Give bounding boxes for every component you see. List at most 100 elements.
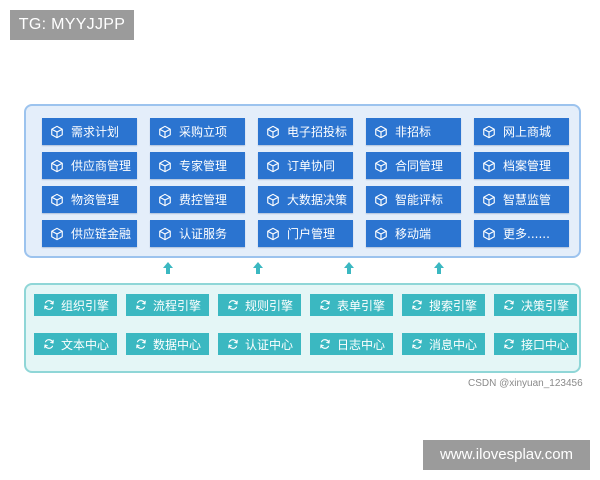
- module-label: 电子招投标: [287, 125, 348, 139]
- engine-label: 规则引擎: [245, 298, 294, 313]
- module-button[interactable]: 需求计划: [42, 118, 137, 145]
- engine-button[interactable]: 数据中心: [126, 333, 209, 355]
- engine-label: 接口中心: [521, 337, 570, 352]
- arrow-up-icon: [344, 262, 354, 274]
- cube-icon: [51, 193, 63, 206]
- arrow-up-icon: [434, 262, 444, 274]
- module-label: 供应商管理: [71, 159, 132, 173]
- engine-button[interactable]: 流程引擎: [126, 294, 209, 316]
- module-button[interactable]: 供应链金融: [42, 220, 137, 247]
- bottom-watermark-tag: www.ilovesplav.com: [423, 440, 590, 470]
- engine-button[interactable]: 搜索引擎: [402, 294, 485, 316]
- engine-button[interactable]: 决策引擎: [494, 294, 577, 316]
- module-label: 档案管理: [503, 159, 552, 173]
- module-button[interactable]: 智慧监管: [474, 186, 569, 213]
- module-button[interactable]: 采购立项: [150, 118, 245, 145]
- cube-icon: [159, 125, 171, 138]
- engine-label: 数据中心: [153, 337, 202, 352]
- cube-icon: [375, 125, 387, 138]
- module-button[interactable]: 移动端: [366, 220, 461, 247]
- cube-icon: [51, 125, 63, 138]
- refresh-icon: [228, 339, 238, 349]
- module-button[interactable]: 门户管理: [258, 220, 353, 247]
- cube-icon: [483, 125, 495, 138]
- module-button[interactable]: 档案管理: [474, 152, 569, 179]
- cube-icon: [375, 193, 387, 206]
- engines-grid: 组织引擎 流程引擎 规则引擎 表单引擎 搜索引擎 决策引擎文本中心 数据中心 认证中心 日志中心…: [34, 294, 577, 355]
- business-modules-panel: 需求计划 采购立项 电子招投标 非招标 网上商城供应商管理 专家管理 订单协同 合同管理 档案管…: [24, 104, 581, 258]
- module-label: 认证服务: [179, 227, 228, 241]
- engine-button[interactable]: 表单引擎: [310, 294, 393, 316]
- module-button[interactable]: 智能评标: [366, 186, 461, 213]
- refresh-icon: [504, 300, 514, 310]
- module-label: 物资管理: [71, 193, 120, 207]
- module-label: 网上商城: [503, 125, 552, 139]
- engine-button[interactable]: 日志中心: [310, 333, 393, 355]
- module-label: 采购立项: [179, 125, 228, 139]
- refresh-icon: [44, 300, 54, 310]
- cube-icon: [483, 193, 495, 206]
- engine-label: 日志中心: [337, 337, 386, 352]
- module-button[interactable]: 供应商管理: [42, 152, 137, 179]
- module-label: 更多......: [503, 227, 550, 241]
- module-button[interactable]: 认证服务: [150, 220, 245, 247]
- module-button[interactable]: 非招标: [366, 118, 461, 145]
- module-label: 智能评标: [395, 193, 444, 207]
- engine-button[interactable]: 文本中心: [34, 333, 117, 355]
- cube-icon: [267, 125, 279, 138]
- refresh-icon: [136, 339, 146, 349]
- refresh-icon: [320, 339, 330, 349]
- engine-label: 流程引擎: [153, 298, 202, 313]
- module-label: 订单协同: [287, 159, 336, 173]
- module-button[interactable]: 订单协同: [258, 152, 353, 179]
- module-label: 费控管理: [179, 193, 228, 207]
- engine-label: 表单引擎: [337, 298, 386, 313]
- cube-icon: [267, 227, 279, 240]
- engine-label: 文本中心: [61, 337, 110, 352]
- arrow-up-icon: [253, 262, 263, 274]
- engine-button[interactable]: 消息中心: [402, 333, 485, 355]
- cube-icon: [483, 159, 495, 172]
- cube-icon: [51, 159, 63, 172]
- engine-button[interactable]: 组织引擎: [34, 294, 117, 316]
- engine-label: 认证中心: [245, 337, 294, 352]
- engine-label: 搜索引擎: [429, 298, 478, 313]
- top-watermark-tag: TG: MYYJJPP: [10, 10, 134, 40]
- engine-button[interactable]: 规则引擎: [218, 294, 301, 316]
- module-label: 非招标: [395, 125, 432, 139]
- cube-icon: [159, 227, 171, 240]
- module-button[interactable]: 更多......: [474, 220, 569, 247]
- engine-label: 消息中心: [429, 337, 478, 352]
- csdn-watermark: CSDN @xinyuan_123456: [468, 378, 583, 389]
- refresh-icon: [228, 300, 238, 310]
- module-button[interactable]: 网上商城: [474, 118, 569, 145]
- refresh-icon: [504, 339, 514, 349]
- cube-icon: [159, 193, 171, 206]
- module-button[interactable]: 大数据决策: [258, 186, 353, 213]
- refresh-icon: [44, 339, 54, 349]
- refresh-icon: [412, 300, 422, 310]
- module-button[interactable]: 专家管理: [150, 152, 245, 179]
- module-button[interactable]: 合同管理: [366, 152, 461, 179]
- arrow-up-icon: [163, 262, 173, 274]
- module-label: 合同管理: [395, 159, 444, 173]
- module-button[interactable]: 费控管理: [150, 186, 245, 213]
- engine-label: 组织引擎: [61, 298, 110, 313]
- business-modules-grid: 需求计划 采购立项 电子招投标 非招标 网上商城供应商管理 专家管理 订单协同 合同管理 档案管…: [42, 118, 569, 247]
- cube-icon: [159, 159, 171, 172]
- module-label: 需求计划: [71, 125, 120, 139]
- module-label: 智慧监管: [503, 193, 552, 207]
- cube-icon: [267, 159, 279, 172]
- refresh-icon: [320, 300, 330, 310]
- cube-icon: [375, 227, 387, 240]
- module-label: 大数据决策: [287, 193, 348, 207]
- engine-button[interactable]: 接口中心: [494, 333, 577, 355]
- module-label: 门户管理: [287, 227, 336, 241]
- module-button[interactable]: 电子招投标: [258, 118, 353, 145]
- cube-icon: [267, 193, 279, 206]
- engine-button[interactable]: 认证中心: [218, 333, 301, 355]
- module-button[interactable]: 物资管理: [42, 186, 137, 213]
- refresh-icon: [136, 300, 146, 310]
- module-label: 移动端: [395, 227, 432, 241]
- refresh-icon: [412, 339, 422, 349]
